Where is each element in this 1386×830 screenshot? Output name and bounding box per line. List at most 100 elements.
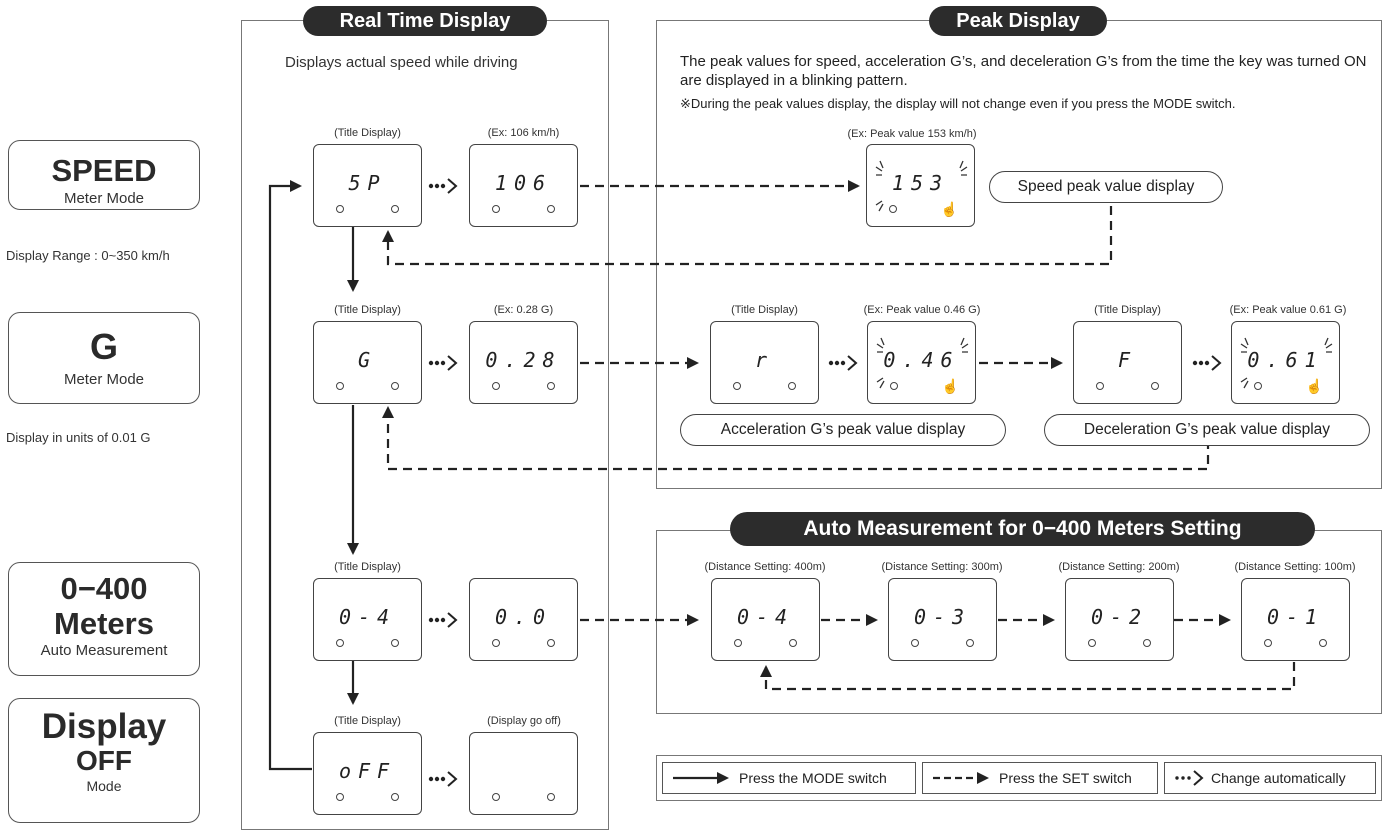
title-display-caption: (Title Display) <box>334 127 401 139</box>
dotted-arrow-icon <box>1175 770 1204 786</box>
legend-frame <box>656 755 1382 801</box>
auto-arrow <box>1192 355 1222 371</box>
auto-arrow <box>828 355 858 371</box>
lcd-value: 106 <box>494 171 553 195</box>
lcd-button-icon <box>391 382 399 390</box>
lcd-button-icon <box>391 205 399 213</box>
lcd-value: 0-2 <box>1090 605 1149 629</box>
solid-arrow-icon <box>673 772 729 784</box>
auto-arrow <box>428 178 458 194</box>
lcd-g-title: G <box>313 321 422 404</box>
lcd-value: 0.46 <box>883 348 960 372</box>
peak-description: The peak values for speed, acceleration … <box>680 53 1367 89</box>
lcd-button-icon <box>1319 639 1327 647</box>
auto-arrow <box>428 771 458 787</box>
blink-rays-icon <box>1240 337 1333 389</box>
peak-title: Peak Display <box>929 6 1107 36</box>
lcd-button-icon <box>1096 382 1104 390</box>
decel-peak-label: Deceleration G’s peak value display <box>1044 414 1370 446</box>
accel-title-caption: (Title Display) <box>731 304 798 316</box>
lcd-value: 0.61 <box>1247 348 1324 372</box>
lcd-distance-100: 0-1 <box>1241 578 1350 661</box>
distance-caption: (Distance Setting: 300m) <box>881 561 1003 573</box>
lcd-button-icon <box>966 639 974 647</box>
title-display-caption: (Title Display) <box>334 304 401 316</box>
example-caption: (Ex: 0.28 G) <box>493 304 554 316</box>
lcd-value: 0-4 <box>338 605 397 629</box>
lcd-button-icon <box>890 382 898 390</box>
mode-subtitle: Meter Mode <box>63 371 145 388</box>
lcd-button-icon <box>547 793 555 801</box>
mode-title: G <box>89 326 118 367</box>
lcd-value: 0.28 <box>485 348 562 372</box>
legend-mode: Press the MODE switch <box>662 762 916 794</box>
title-display-caption: (Title Display) <box>334 561 401 573</box>
mode-note: Display Range : 0~350 km/h <box>6 248 170 263</box>
peak-note: ※During the peak values display, the dis… <box>680 96 1236 111</box>
legend-mode-label: Press the MODE switch <box>739 770 887 786</box>
lcd-off-example <box>469 732 578 815</box>
lcd-value: 5P <box>348 171 387 195</box>
lcd-button-icon <box>336 793 344 801</box>
speed-peak-label: Speed peak value display <box>989 171 1223 203</box>
lcd-button-icon <box>391 639 399 647</box>
decel-peak-caption: (Ex: Peak value 0.61 G) <box>1229 304 1347 316</box>
finger-press-icon: ☝ <box>940 201 958 217</box>
auto-title: Auto Measurement for 0−400 Meters Settin… <box>730 512 1315 546</box>
lcd-button-icon <box>336 205 344 213</box>
lcd-button-icon <box>492 639 500 647</box>
mode-card-0-400: 0−400 Meters Auto Measurement <box>8 562 200 676</box>
speed-peak-caption: (Ex: Peak value 153 km/h) <box>847 128 977 140</box>
lcd-distance-200: 0-2 <box>1065 578 1174 661</box>
lcd-button-icon <box>492 205 500 213</box>
finger-press-icon: ☝ <box>1305 378 1323 394</box>
mode-title-line1: Display <box>41 707 167 746</box>
mode-card-g: G Meter Mode <box>8 312 200 404</box>
accel-peak-label: Acceleration G’s peak value display <box>680 414 1006 446</box>
accel-peak-caption: (Ex: Peak value 0.46 G) <box>863 304 981 316</box>
lcd-distance-300: 0-3 <box>888 578 997 661</box>
mode-subtitle: Meter Mode <box>63 190 145 207</box>
mode-title-line2: OFF <box>76 745 132 776</box>
lcd-decel-title: F <box>1073 321 1182 404</box>
legend-auto-label: Change automatically <box>1211 770 1346 786</box>
lcd-button-icon <box>733 382 741 390</box>
legend-set-label: Press the SET switch <box>999 770 1132 786</box>
auto-arrow <box>428 355 458 371</box>
finger-press-icon: ☝ <box>941 378 959 394</box>
lcd-value: oFF <box>338 759 397 783</box>
lcd-value: 0.0 <box>494 605 553 629</box>
mode-subtitle: Mode <box>86 778 122 794</box>
lcd-speed-title: 5P <box>313 144 422 227</box>
real-time-title: Real Time Display <box>303 6 547 36</box>
lcd-0400-title: 0-4 <box>313 578 422 661</box>
mode-note: Display in units of 0.01 G <box>6 430 151 445</box>
real-time-subtitle: Displays actual speed while driving <box>285 54 518 71</box>
dashed-arrow-icon <box>933 772 989 784</box>
legend-auto: Change automatically <box>1164 762 1376 794</box>
mode-card-display-off: Display OFF Mode <box>8 698 200 823</box>
lcd-decel-peak: 0.61 ☝ <box>1231 321 1340 404</box>
legend-set: Press the SET switch <box>922 762 1158 794</box>
lcd-accel-peak: 0.46 ☝ <box>867 321 976 404</box>
lcd-button-icon <box>1151 382 1159 390</box>
decel-title-caption: (Title Display) <box>1094 304 1161 316</box>
lcd-button-icon <box>391 793 399 801</box>
example-caption: (Ex: 106 km/h) <box>487 127 560 139</box>
title-display-caption: (Title Display) <box>334 715 401 727</box>
mode-card-speed: SPEED Meter Mode <box>8 140 200 210</box>
lcd-button-icon <box>789 639 797 647</box>
lcd-value: 0-4 <box>736 605 795 629</box>
lcd-button-icon <box>336 382 344 390</box>
lcd-off-title: oFF <box>313 732 422 815</box>
auto-arrow <box>428 612 458 628</box>
peak-panel <box>656 20 1382 489</box>
lcd-button-icon <box>1264 639 1272 647</box>
lcd-value: G <box>357 348 378 372</box>
lcd-button-icon <box>547 382 555 390</box>
lcd-value: F <box>1117 348 1138 372</box>
lcd-value: 0-3 <box>913 605 972 629</box>
lcd-value: 153 <box>891 171 950 195</box>
lcd-button-icon <box>547 205 555 213</box>
